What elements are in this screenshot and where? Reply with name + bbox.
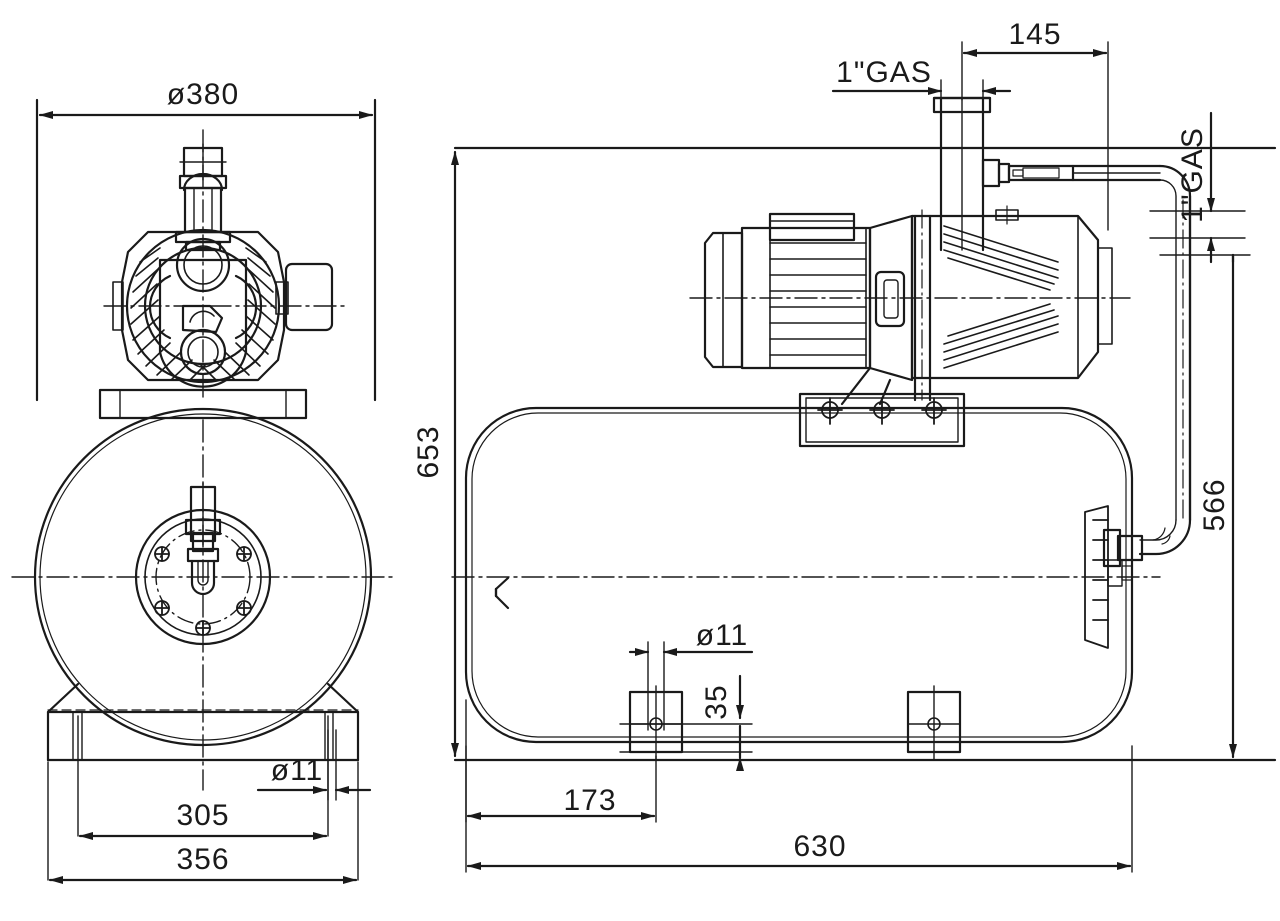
dim-hole-11-side xyxy=(628,641,754,731)
label-gas-discharge: 1"GAS xyxy=(1176,127,1209,223)
dim-35 xyxy=(619,674,753,771)
label-35: 35 xyxy=(700,684,733,719)
front-pump-assembly xyxy=(112,143,334,388)
label-356: 356 xyxy=(176,843,229,876)
dim-gas-discharge xyxy=(1149,111,1246,264)
label-hole-11-front: ø11 xyxy=(271,754,323,787)
front-pump-centerlines xyxy=(103,129,347,401)
label-145: 145 xyxy=(1008,18,1061,51)
label-305: 305 xyxy=(176,799,229,832)
dim-566 xyxy=(1159,253,1251,759)
front-view-centerlines xyxy=(11,419,396,791)
front-mount-plate xyxy=(98,388,308,420)
side-tank-feet xyxy=(628,685,962,761)
side-mount-plate xyxy=(798,392,966,448)
dim-145 xyxy=(961,41,1109,231)
front-view xyxy=(11,98,396,884)
dim-hole-11-front xyxy=(256,729,372,801)
label-653: 653 xyxy=(412,425,445,478)
label-gas-suction: 1"GAS xyxy=(836,56,932,89)
dim-653 xyxy=(451,146,1277,762)
label-630: 630 xyxy=(793,830,846,863)
dim-356 xyxy=(47,761,359,884)
label-hole-11-side: ø11 xyxy=(696,619,748,652)
side-tank xyxy=(464,406,1134,744)
side-motor-pump xyxy=(703,205,1113,406)
label-173: 173 xyxy=(563,784,616,817)
side-suction-pipework xyxy=(932,96,1192,568)
dim-630 xyxy=(465,745,1133,873)
side-view xyxy=(451,41,1277,873)
label-diameter-380: ø380 xyxy=(167,78,239,111)
label-566: 566 xyxy=(1198,478,1231,531)
dim-diameter-380 xyxy=(35,98,377,402)
